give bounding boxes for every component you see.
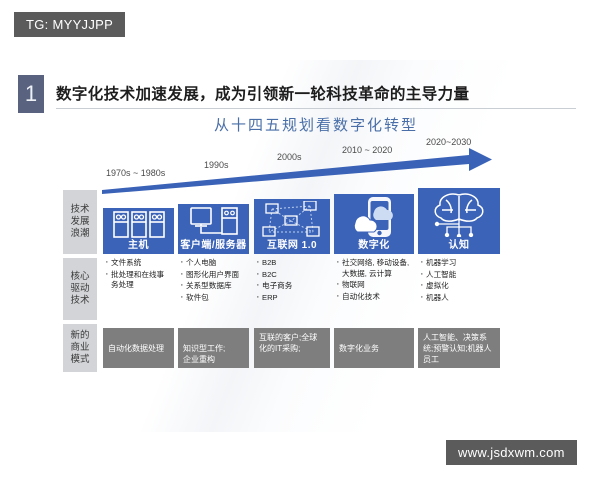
cloud-mobile-icon: [334, 197, 414, 237]
wave-tile-internet[interactable]: 互联网 1.0: [254, 199, 330, 254]
brain-ai-icon: [418, 192, 500, 237]
slide-title: 数字化技术加速发展，成为引领新一轮科技革命的主导力量: [56, 86, 470, 103]
business-model-client-server: 知识型工作; 企业重构: [178, 328, 249, 368]
drivers-list-client-server: 个人电脑 图形化用户界面 关系型数据库 软件包: [180, 257, 250, 304]
driver-item: 机器人: [420, 292, 496, 304]
business-model-text: 数字化业务: [339, 343, 379, 353]
row-label-line: 发展: [70, 216, 90, 227]
wave-tile-mainframe[interactable]: 主机: [103, 208, 174, 254]
bottom-watermark-badge: www.jsdxwm.com: [446, 440, 577, 465]
business-model-internet: 互联的客户;全球化的IT采购;: [254, 328, 330, 368]
slide-number-badge: 1: [18, 75, 44, 113]
driver-item: 文件系统: [105, 257, 171, 269]
top-watermark-badge: TG: MYYJJPP: [14, 12, 126, 37]
driver-item: 批处理和在线事务处理: [105, 269, 171, 291]
timeline-arrow-icon: [102, 148, 492, 194]
driver-item: 软件包: [180, 292, 250, 304]
wave-tile-label: 认知: [448, 240, 470, 251]
drivers-list-digital: 社交网络, 移动设备, 大数据, 云计算 物联网 自动化技术: [336, 257, 412, 303]
business-model-text: 互联的客户;全球化的IT采购;: [259, 333, 318, 353]
drivers-list-cognitive: 机器学习 人工智能 虚拟化 机器人: [420, 257, 496, 304]
row-label-line: 新的: [70, 330, 90, 341]
wave-tile-label: 数字化: [358, 240, 390, 251]
driver-item: B2B: [256, 257, 328, 269]
driver-item: ERP: [256, 292, 328, 304]
row-label-technology-wave: 技术 发展 浪潮: [63, 190, 97, 254]
driver-item: 图形化用户界面: [180, 269, 250, 281]
business-model-text: 人工智能、决策系统;预警认知;机器人员工: [423, 333, 492, 364]
bottom-watermark-text: www.jsdxwm.com: [458, 445, 565, 460]
driver-item: 人工智能: [420, 269, 496, 281]
era-label-2: 2000s: [277, 152, 302, 162]
mainframe-icon: [103, 211, 174, 238]
row-label-line: 技术: [70, 204, 90, 215]
row-label-line: 技术: [70, 295, 90, 306]
driver-item: 个人电脑: [180, 257, 250, 269]
row-label-line: 核心: [70, 271, 90, 282]
wave-tile-label: 客户端/服务器: [180, 240, 247, 251]
driver-item: B2C: [256, 269, 328, 281]
driver-item: 虚拟化: [420, 280, 496, 292]
client-server-icon: [178, 207, 249, 236]
driver-item: 自动化技术: [336, 291, 412, 303]
wave-tile-cognitive[interactable]: 认知: [418, 188, 500, 254]
era-label-3: 2010 ~ 2020: [342, 145, 393, 155]
row-label-line: 浪潮: [70, 228, 90, 239]
drivers-list-internet: B2B B2C 电子商务 ERP: [256, 257, 328, 304]
driver-item: 机器学习: [420, 257, 496, 269]
title-divider: [56, 108, 576, 109]
driver-item: 物联网: [336, 279, 412, 291]
business-model-digital: 数字化业务: [334, 328, 414, 368]
business-model-mainframe: 自动化数据处理: [103, 328, 174, 368]
wave-tile-client-server[interactable]: 客户端/服务器: [178, 204, 249, 254]
slide-subtitle: 从十四五规划看数字化转型: [213, 117, 418, 134]
slide-canvas: 1 数字化技术加速发展，成为引领新一轮科技革命的主导力量 从十四五规划看数字化转…: [14, 60, 586, 432]
era-label-1: 1990s: [204, 160, 229, 170]
row-label-core-drivers: 核心 驱动 技术: [63, 258, 97, 320]
row-label-business-model: 新的 商业 模式: [63, 324, 97, 372]
drivers-list-mainframe: 文件系统 批处理和在线事务处理: [105, 257, 171, 292]
driver-item: 电子商务: [256, 280, 328, 292]
timeline: 1970s ~ 1980s 1990s 2000s 2010 ~ 2020 20…: [14, 137, 586, 194]
row-label-line: 商业: [70, 342, 90, 353]
wave-tile-digital[interactable]: 数字化: [334, 194, 414, 254]
business-model-cognitive: 人工智能、决策系统;预警认知;机器人员工: [418, 328, 500, 368]
row-label-line: 模式: [70, 354, 90, 365]
network-icon: [254, 200, 330, 237]
top-watermark-text: TG: MYYJJPP: [26, 17, 114, 32]
business-model-text: 知识型工作; 企业重构: [183, 344, 226, 364]
era-label-4: 2020~2030: [426, 137, 472, 147]
technology-matrix: 技术 发展 浪潮 核心 驱动 技术 新的 商业 模式: [14, 188, 586, 388]
row-label-line: 驱动: [70, 283, 90, 294]
wave-tile-label: 主机: [128, 240, 149, 251]
era-label-0: 1970s ~ 1980s: [106, 168, 166, 178]
driver-item: 社交网络, 移动设备, 大数据, 云计算: [336, 257, 412, 279]
driver-item: 关系型数据库: [180, 280, 250, 292]
wave-tile-label: 互联网 1.0: [266, 240, 318, 251]
business-model-text: 自动化数据处理: [108, 343, 164, 353]
